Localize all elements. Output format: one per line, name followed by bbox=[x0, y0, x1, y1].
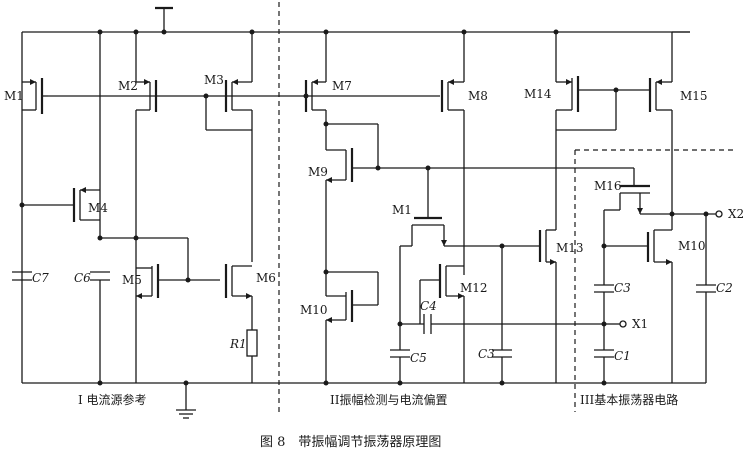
label-c6: C6 bbox=[74, 271, 91, 285]
resistor-r1 bbox=[246, 329, 258, 383]
label-c7: C7 bbox=[32, 271, 49, 285]
label-c2: C2 bbox=[716, 281, 733, 295]
capacitor-c4 bbox=[397, 314, 620, 334]
transistor-m5 bbox=[136, 264, 220, 299]
supply-rail bbox=[22, 6, 690, 33]
label-m8: M8 bbox=[468, 89, 488, 103]
transistor-m3 bbox=[205, 32, 253, 262]
label-x2: X2 bbox=[728, 207, 744, 221]
capacitor-c7 bbox=[12, 271, 32, 281]
label-m5: M5 bbox=[122, 273, 142, 287]
section-label-basic-oscillator: III基本振荡器电路 bbox=[580, 392, 678, 407]
transistor-m13 bbox=[538, 130, 557, 383]
transistor-m4 bbox=[19, 187, 100, 222]
transistor-m9 bbox=[323, 121, 634, 296]
transistor-m6 bbox=[224, 264, 253, 330]
capacitor-c3b bbox=[492, 246, 512, 383]
capacitor-c2 bbox=[696, 214, 716, 383]
transistor-m11 bbox=[399, 168, 540, 350]
capacitor-c6 bbox=[90, 271, 110, 383]
label-r1: R1 bbox=[229, 337, 247, 351]
capacitor-c3 bbox=[594, 284, 614, 350]
label-m3: M3 bbox=[204, 73, 224, 87]
label-m12: M12 bbox=[460, 281, 488, 295]
label-m11: M1 bbox=[392, 203, 412, 217]
current-mirror-wire bbox=[97, 29, 255, 280]
transistor-m7 bbox=[304, 29, 329, 150]
transistor-m8 bbox=[440, 29, 467, 275]
transistor-m12 bbox=[419, 264, 465, 383]
label-m2: M2 bbox=[118, 79, 138, 93]
section-divider-2-3 bbox=[574, 149, 735, 412]
transistor-m1 bbox=[21, 32, 48, 383]
transistor-m14 bbox=[553, 29, 650, 131]
label-m4: M4 bbox=[88, 201, 108, 215]
figure-caption: 图 8 带振幅调节振荡器原理图 bbox=[260, 435, 441, 450]
label-c1: C1 bbox=[614, 349, 631, 363]
label-c4: C4 bbox=[420, 299, 437, 313]
label-m16: M16 bbox=[594, 179, 622, 193]
label-x1: X1 bbox=[632, 317, 648, 331]
label-m10b: M10 bbox=[678, 239, 706, 253]
label-m9: M9 bbox=[308, 165, 328, 179]
label-c3b: C3 bbox=[478, 347, 495, 361]
label-m7: M7 bbox=[332, 79, 352, 93]
section-label-amplitude-detect: II振幅检测与电流偏置 bbox=[330, 392, 447, 407]
label-m6: M6 bbox=[256, 271, 276, 285]
label-m1: M1 bbox=[4, 89, 24, 103]
terminal-x1-node bbox=[619, 320, 627, 328]
label-m13: M13 bbox=[556, 241, 584, 255]
transistor-m10 bbox=[323, 269, 379, 383]
pmos-gate-bias-line bbox=[48, 93, 440, 99]
label-m10: M10 bbox=[300, 303, 328, 317]
capacitor-c1 bbox=[594, 349, 614, 383]
label-c5: C5 bbox=[410, 351, 427, 365]
label-m14: M14 bbox=[524, 87, 552, 101]
capacitor-c5 bbox=[390, 349, 410, 383]
transistor-m10b bbox=[601, 210, 673, 383]
section-label-current-source: I 电流源参考 bbox=[78, 392, 147, 407]
transistor-m16 bbox=[604, 168, 723, 218]
label-m15: M15 bbox=[680, 89, 708, 103]
transistor-m2 bbox=[135, 32, 158, 383]
ground-junctions bbox=[97, 380, 607, 386]
label-c3: C3 bbox=[614, 281, 631, 295]
transistor-m15 bbox=[648, 31, 690, 214]
